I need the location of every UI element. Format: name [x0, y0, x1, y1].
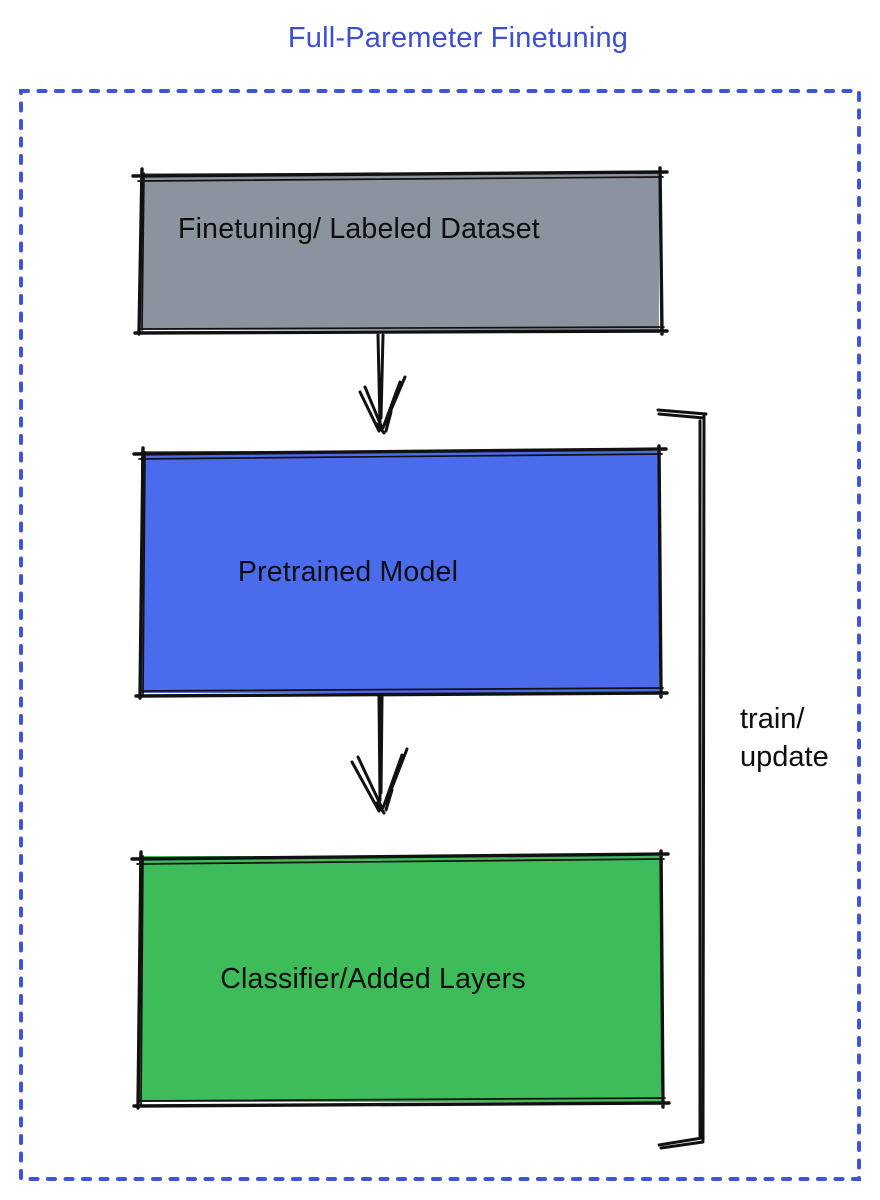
bracket-train-update	[656, 408, 708, 1150]
bracket-label-line2: update	[740, 741, 829, 773]
arrow-dataset-to-pretrained	[358, 333, 407, 435]
node-classifier-added-layers-label: Classifier/Added Layers	[220, 962, 526, 995]
diagram-title: Full-Paremeter Finetuning	[287, 22, 629, 54]
node-finetuning-dataset-label: Finetuning/ Labeled Dataset	[178, 213, 540, 245]
node-pretrained-model: Pretrained Model	[141, 451, 659, 693]
node-pretrained-model-label: Pretrained Model	[237, 555, 459, 588]
node-classifier-added-layers: Classifier/Added Layers	[139, 856, 661, 1102]
arrow-pretrained-to-classifier	[350, 695, 409, 815]
bracket-label-train-update: train/ update	[740, 700, 829, 776]
node-finetuning-dataset: Finetuning/ Labeled Dataset	[141, 173, 659, 330]
bracket-label-line1: train/	[740, 703, 805, 735]
